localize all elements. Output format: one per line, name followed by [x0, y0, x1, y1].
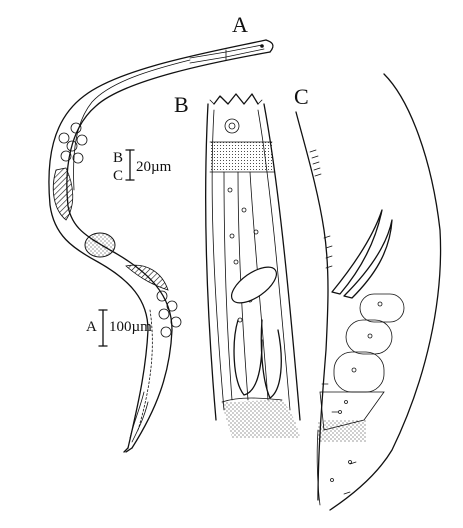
- scale-bar-a-value: 100µm: [109, 319, 152, 335]
- panel-b-label: B: [174, 92, 189, 117]
- scale-bar-bc: B C 20µm: [113, 149, 172, 184]
- scale-bar-bc-top-letter: B: [113, 150, 123, 166]
- scale-bar-bc-bottom-letter: C: [113, 168, 123, 184]
- scale-bar-bc-value: 20µm: [136, 159, 172, 175]
- panel-c-drawing: [295, 73, 442, 511]
- panel-b-drawing: [204, 93, 301, 438]
- panel-a-label: A: [232, 12, 248, 37]
- panel-a-drawing: [48, 39, 274, 453]
- panel-c-label: C: [294, 84, 309, 109]
- scale-bar-a-letter: A: [86, 319, 97, 335]
- scale-bar-a: A 100µm: [86, 309, 152, 347]
